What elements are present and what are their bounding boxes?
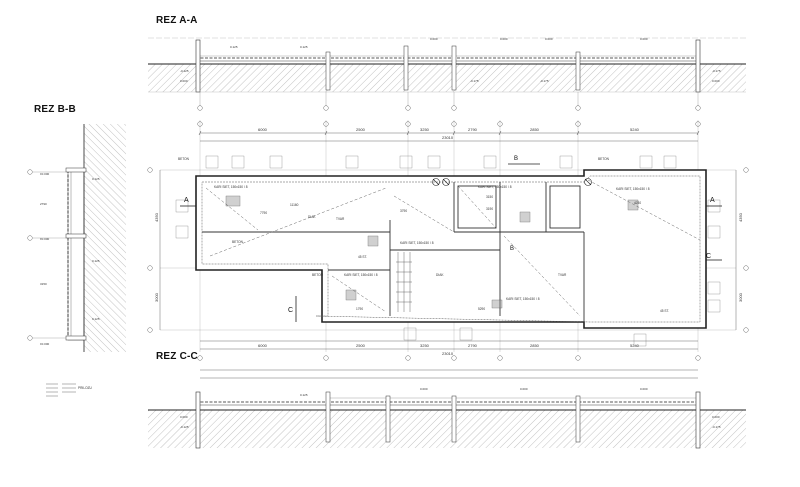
note-5: DIAK [308, 215, 316, 219]
note-3: BETON [312, 273, 324, 277]
note-6: DIAK [436, 273, 444, 277]
drain-symbols [432, 178, 592, 186]
svg-text:±0.000: ±0.000 [40, 237, 49, 241]
bottom-dim-2: 2500 [356, 343, 366, 348]
interior-walls [202, 182, 585, 322]
section-mark-b-bottom: B [510, 246, 514, 252]
span-label-6: 1790 [356, 307, 363, 311]
svg-text:-0.125: -0.125 [180, 425, 189, 429]
section-mark-b-top: B [514, 156, 518, 162]
span-label-8: 3150 [486, 195, 493, 199]
span-label-1: 11160 [290, 203, 299, 207]
mesh-label-6: KARI SIET, 150x150 / 8 [506, 297, 540, 301]
note-2: BETON [178, 157, 190, 161]
svg-text:2790: 2790 [40, 202, 47, 206]
svg-text:0.125: 0.125 [92, 259, 100, 263]
svg-text:-0.125: -0.125 [180, 69, 189, 73]
plan-annotations: KARI SIET, 150x150 / 8 KARI SIET, 150x15… [178, 157, 669, 313]
svg-text:0.125: 0.125 [300, 45, 308, 49]
svg-text:0.125: 0.125 [92, 177, 100, 181]
bottom-dim-6: 5240 [630, 343, 640, 348]
section-bb-title: REZ B-B [34, 104, 76, 115]
mesh-label-4: KARI SIET, 150x150 / 8 [478, 185, 512, 189]
right-dim-2: 3000 [738, 292, 743, 302]
svg-text:0.000: 0.000 [640, 387, 648, 391]
bottom-dim-4: 2790 [468, 343, 478, 348]
section-mark-c-left: C [288, 307, 293, 314]
staircase [396, 252, 412, 312]
top-dimension-chain: 6000 2500 3250 2790 2850 5240 23010 [198, 127, 700, 142]
svg-text:-0.175: -0.175 [712, 425, 721, 429]
note-8: TVAR [558, 273, 567, 277]
note-1: BETON [232, 240, 244, 244]
span-label-7: 3790 [400, 209, 407, 213]
top-dim-3: 3250 [420, 127, 430, 132]
note-7: TVAR [336, 217, 345, 221]
mesh-label-3: KARI SIET, 150x150 / 8 [344, 273, 378, 277]
legend: PRILOZU [46, 383, 93, 397]
span-label-4: 4230 [634, 201, 641, 205]
span-label-3: 3190 [486, 207, 493, 211]
section-mark-c-right: C [706, 253, 711, 260]
bottom-dim-total: 23010 [442, 351, 454, 356]
svg-text:0.000: 0.000 [500, 37, 508, 41]
bottom-dim-3: 3250 [420, 343, 430, 348]
section-aa: 0.000 -0.125 0.125 0.125 0.000 0.000 0.000 0… [148, 37, 746, 111]
top-dim-1: 6000 [258, 127, 268, 132]
svg-text:-0.175: -0.175 [712, 69, 721, 73]
top-dim-2: 2500 [356, 127, 366, 132]
svg-text:±0.000: ±0.000 [40, 342, 49, 346]
left-dim-1: 4350 [154, 212, 159, 222]
note-10: 45 ST. [660, 309, 669, 313]
section-cc-title: REZ C-C [156, 351, 198, 362]
svg-text:0.125: 0.125 [300, 393, 308, 397]
svg-text:±0.000: ±0.000 [40, 172, 49, 176]
legend-label: PRILOZU [78, 386, 93, 390]
top-dim-total: 23010 [442, 135, 454, 140]
svg-text:-0.175: -0.175 [470, 79, 479, 83]
svg-text:-0.175: -0.175 [540, 79, 549, 83]
section-cc: 0.000 -0.125 0.125 0.000 0.000 0.000 0.000 -… [148, 369, 746, 449]
svg-text:0.000: 0.000 [430, 37, 438, 41]
span-label-5: 5290 [478, 307, 485, 311]
top-dim-5: 2850 [530, 127, 540, 132]
outer-wall [195, 169, 707, 329]
svg-text:0.000: 0.000 [180, 79, 188, 83]
mesh-symbols [225, 195, 639, 309]
bottom-dim-5: 2850 [530, 343, 540, 348]
svg-text:0.000: 0.000 [420, 387, 428, 391]
top-dim-4: 2790 [468, 127, 478, 132]
section-mark-a-right: A [710, 197, 715, 204]
note-4: BETON [598, 157, 610, 161]
top-dim-6: 5240 [630, 127, 640, 132]
svg-text:0.000: 0.000 [545, 37, 553, 41]
section-mark-a-left: A [184, 197, 189, 204]
section-aa-title: REZ A-A [156, 15, 198, 26]
svg-text:0.125: 0.125 [230, 45, 238, 49]
bottom-dimension-chain: 6000 2500 3250 2790 2850 5240 23010 [200, 340, 698, 356]
right-dim-1: 4350 [738, 212, 743, 222]
span-label-2: 7790 [260, 211, 267, 215]
mesh-label-2: KARI SIET, 150x150 / 8 [400, 241, 434, 245]
left-dim-2: 3000 [154, 292, 159, 302]
svg-text:0.000: 0.000 [180, 415, 188, 419]
floor-plan: 6000 2500 3250 2790 2850 5240 23010 6000… [147, 120, 749, 361]
svg-text:0.000: 0.000 [520, 387, 528, 391]
svg-text:0.000: 0.000 [712, 415, 720, 419]
bottom-dim-1: 6000 [258, 343, 268, 348]
section-markers: A A B B C C [180, 156, 722, 322]
svg-text:3150: 3150 [40, 282, 47, 286]
svg-text:0.000: 0.000 [712, 79, 720, 83]
mesh-label-5: KARI SIET, 150x150 / 8 [616, 187, 650, 191]
section-bb: ±0.000 2790 ±0.000 3150 ±0.000 0.125 0.125 0… [27, 124, 126, 352]
svg-text:0.000: 0.000 [640, 37, 648, 41]
mesh-label-1: KARI SIET, 150x150 / 8 [214, 185, 248, 189]
note-9: 45 ST. [358, 255, 367, 259]
svg-text:0.125: 0.125 [92, 317, 100, 321]
level-tags [175, 155, 721, 347]
